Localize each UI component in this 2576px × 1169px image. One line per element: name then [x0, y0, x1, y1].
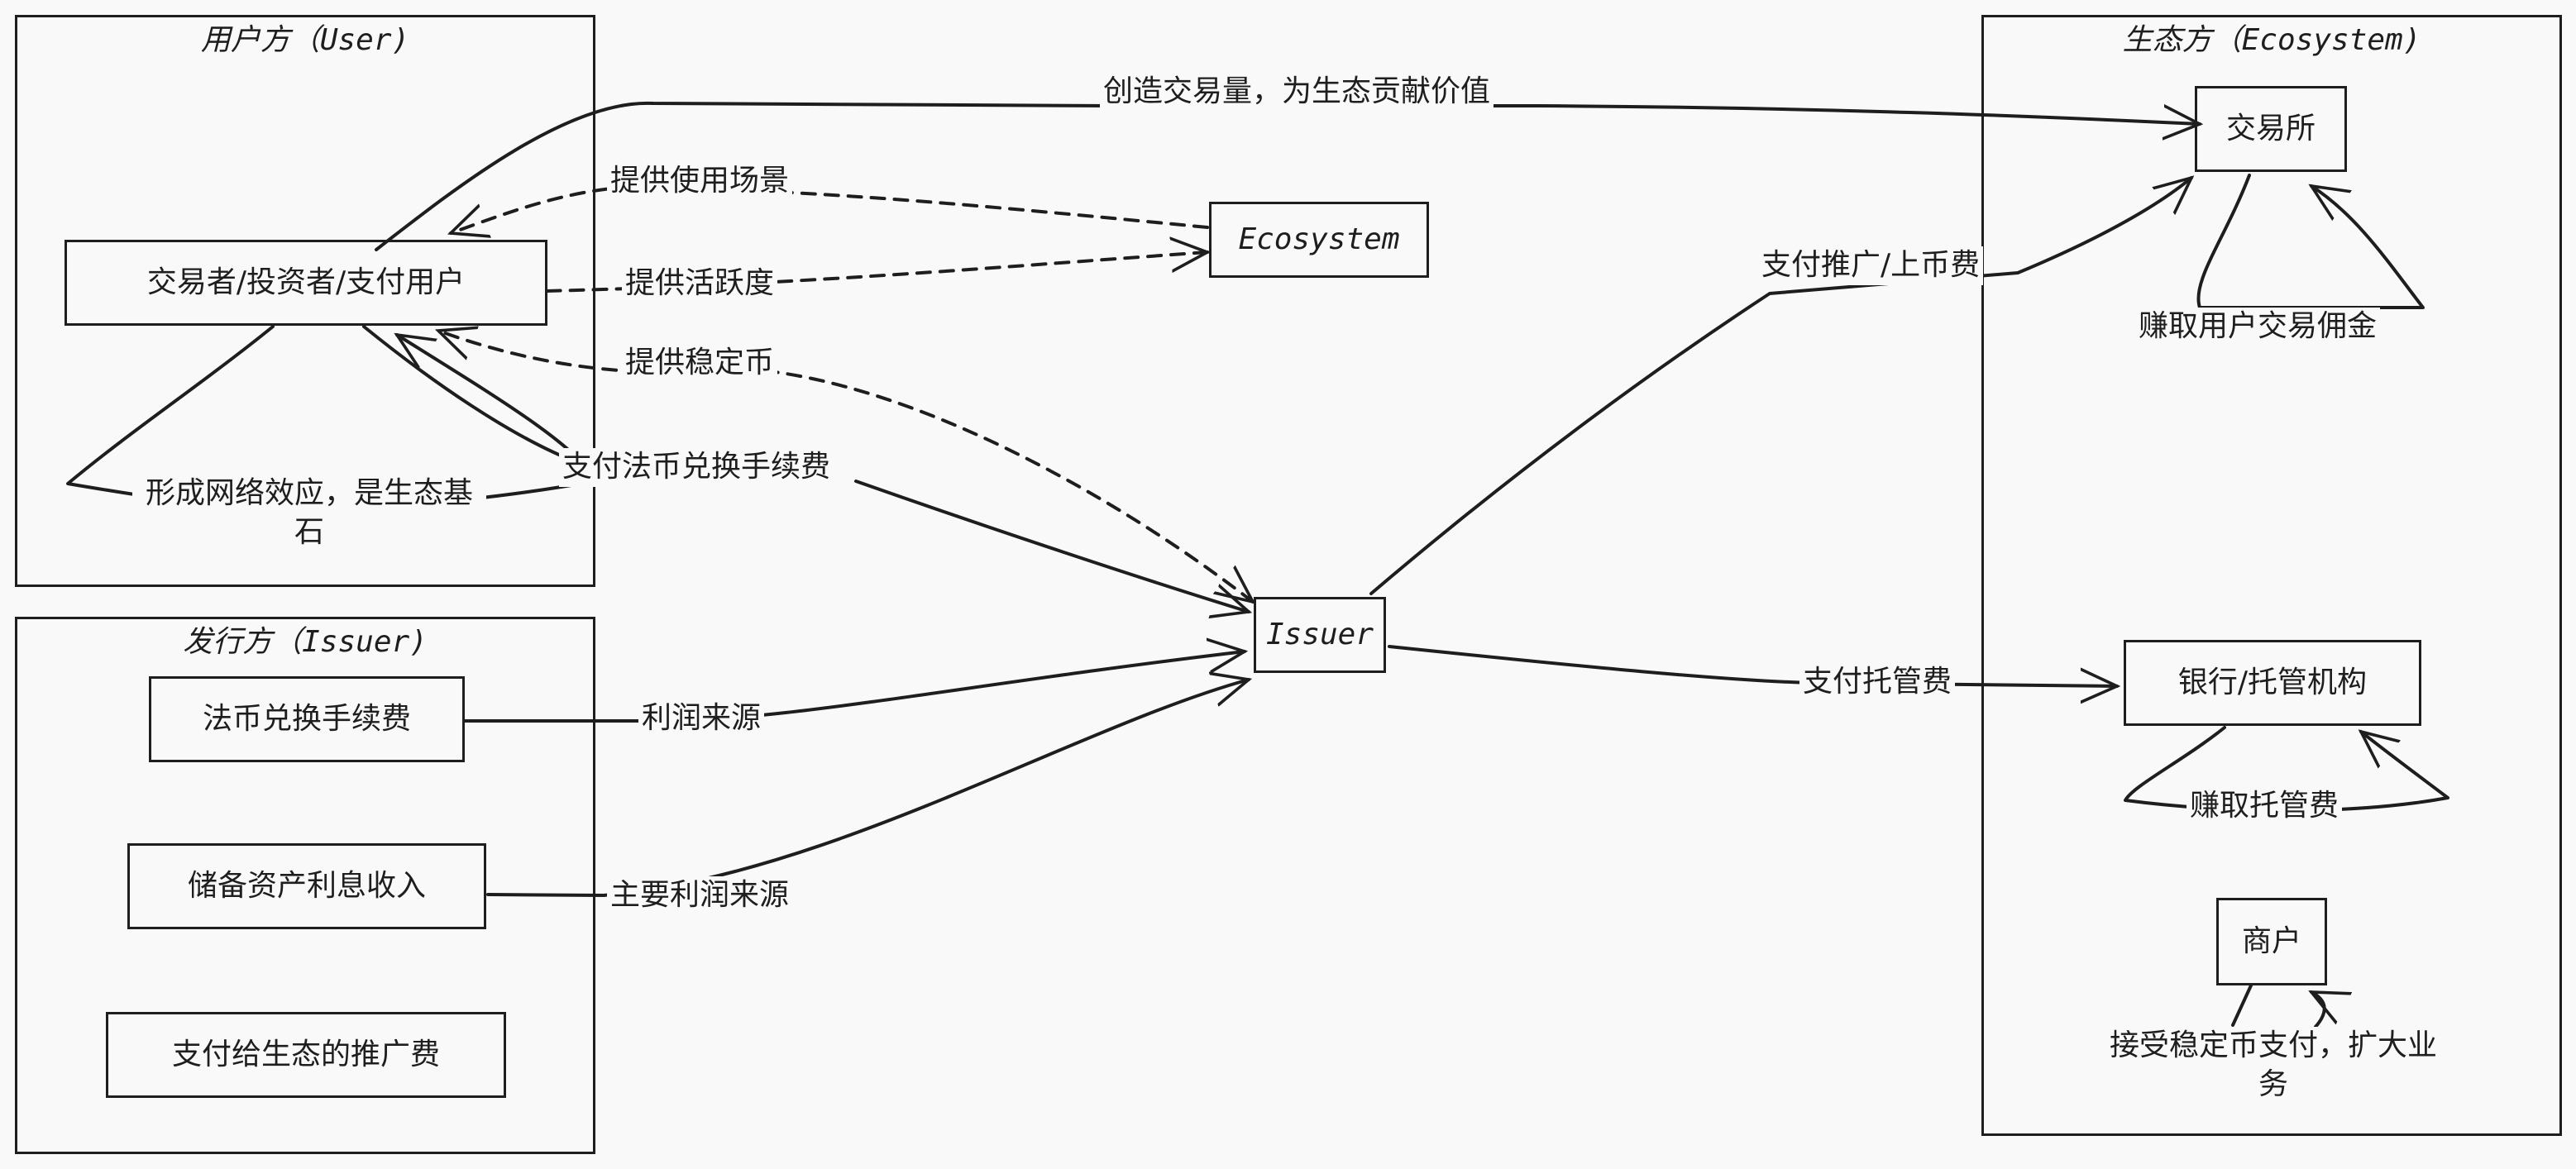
edge-stablecoin [438, 331, 1253, 602]
group-issuer: 发行方（Issuer) [15, 617, 595, 1154]
label-main-profit: 主要利润来源 [607, 876, 793, 915]
label-use-case: 提供使用场景 [607, 162, 793, 201]
group-user-title: 用户方（User) [200, 23, 410, 57]
group-ecosystem: 生态方（Ecosystem) [1981, 15, 2562, 1136]
label-network-effect: 形成网络效应，是生态基石 [132, 475, 486, 552]
label-profit: 利润来源 [638, 699, 765, 738]
edge-exchange-loop [2196, 174, 2425, 309]
label-exchange-commission: 赚取用户交易佣金 [2135, 308, 2381, 346]
label-custody-pay: 支付托管费 [1799, 663, 1956, 702]
node-reserve-interest[interactable]: 储备资产利息收入 [127, 843, 486, 929]
node-promo-fee[interactable]: 支付给生态的推广费 [106, 1012, 506, 1098]
group-issuer-title: 发行方（Issuer) [183, 625, 428, 659]
edge-fiat-fee [854, 480, 1249, 612]
edge-custody [1388, 645, 2117, 686]
label-volume: 创造交易量，为生态贡献价值 [1100, 73, 1494, 112]
group-ecosystem-title: 生态方（Ecosystem) [2122, 23, 2421, 57]
edge-listing [1369, 178, 2191, 595]
label-activity: 提供活跃度 [622, 265, 778, 303]
node-issuer[interactable]: Issuer [1254, 597, 1386, 673]
node-fiat-fee[interactable]: 法币兑换手续费 [149, 676, 465, 762]
group-user: 用户方（User) [15, 15, 595, 587]
label-merchant-note: 接受稳定币支付，扩大业务 [2100, 1027, 2446, 1105]
node-merchant[interactable]: 商户 [2216, 898, 2327, 985]
label-listing: 支付推广/上币费 [1758, 246, 1984, 285]
edge-merchant-loop [2231, 985, 2325, 1027]
node-traders[interactable]: 交易者/投资者/支付用户 [65, 240, 547, 326]
label-stablecoin: 提供稳定币 [622, 344, 778, 383]
edge-main-profit [486, 680, 1249, 897]
node-exchange[interactable]: 交易所 [2195, 86, 2347, 172]
node-ecosystem[interactable]: Ecosystem [1209, 202, 1429, 278]
edge-volume [375, 101, 2200, 251]
node-bank[interactable]: 银行/托管机构 [2124, 640, 2421, 726]
label-fiat-fee-pay: 支付法币兑换手续费 [559, 448, 834, 487]
label-custody-earn: 赚取托管费 [2186, 787, 2343, 826]
